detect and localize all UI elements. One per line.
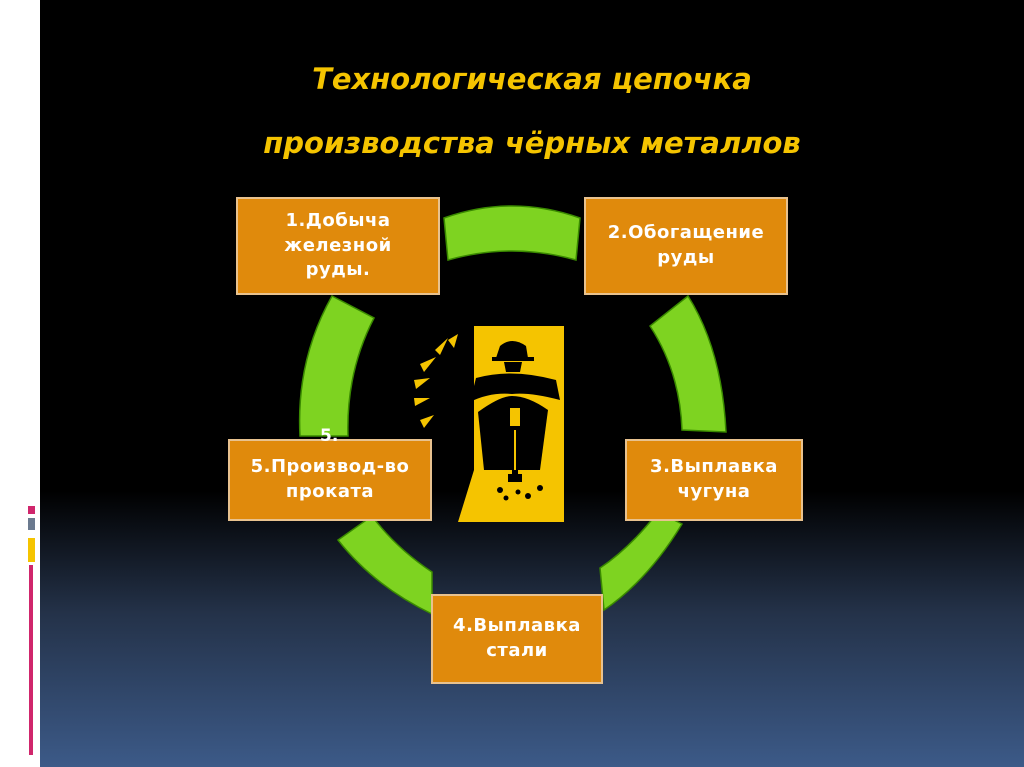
arc-5-to-1 — [298, 294, 376, 437]
title-decoration-top-2 — [31, 23, 34, 115]
step-box-2: 2.Обогащение руды — [584, 197, 788, 295]
arc-3-to-4 — [599, 511, 684, 612]
step-box-4: 4.Выплавка стали — [431, 594, 603, 684]
step-label-1: 1.Добыча железной руды. — [284, 209, 392, 281]
side-decoration-gray — [28, 518, 35, 530]
miner-jackhammer-icon — [414, 326, 564, 522]
stray-step-number: 5. — [320, 426, 339, 446]
arc-1-to-2 — [443, 205, 581, 261]
title-decoration-top-3 — [36, 23, 38, 115]
step-box-5: 5.Производ-во проката — [228, 439, 432, 521]
step-label-4: 4.Выплавка стали — [453, 615, 581, 661]
step-box-3: 3.Выплавка чугуна — [625, 439, 803, 521]
side-decoration-pink-1 — [28, 506, 35, 514]
side-decoration-yellow — [28, 538, 35, 562]
title-decoration-top — [26, 23, 29, 115]
arc-2-to-3 — [648, 294, 727, 433]
step-label-2: 2.Обогащение руды — [607, 222, 765, 268]
slide-title-line-1: Технологическая цепочка — [312, 62, 752, 96]
side-decoration-pink-line — [29, 565, 33, 755]
arc-4-to-5 — [336, 514, 433, 616]
step-box-1: 1.Добыча железной руды. — [236, 197, 440, 295]
left-margin — [0, 0, 40, 767]
step-label-5: 5.Производ-во проката — [250, 456, 410, 502]
step-label-3: 3.Выплавка чугуна — [650, 456, 778, 502]
slide-title-line-2: производства чёрных металлов — [263, 126, 801, 160]
